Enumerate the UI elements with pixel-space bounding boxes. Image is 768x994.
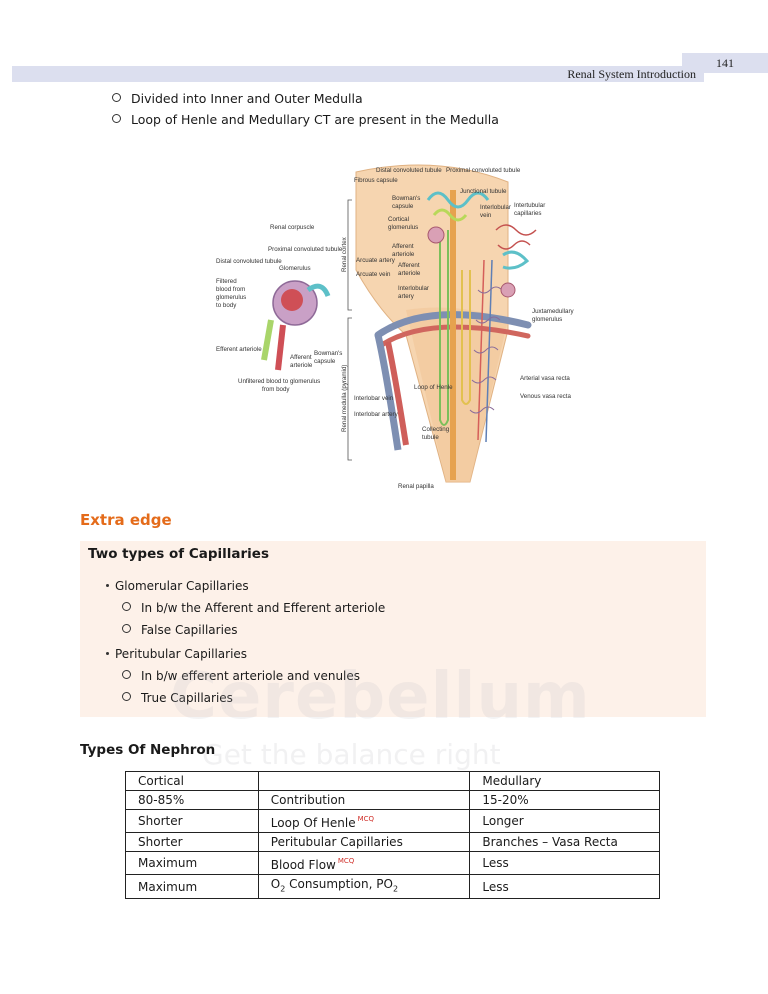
- chapter-title: Renal System Introduction: [567, 67, 696, 81]
- table-header-cell: Cortical: [125, 771, 259, 791]
- list-item: In b/w the Afferent and Efferent arterio…: [122, 601, 385, 615]
- circle-bullet-icon: [112, 93, 121, 102]
- label-renal-papilla: Renal papilla: [398, 483, 434, 490]
- svg-text:capillaries: capillaries: [514, 210, 542, 217]
- label-interlobular-vein: Interlobular: [480, 204, 511, 211]
- svg-text:blood from: blood from: [216, 286, 245, 293]
- svg-text:tubule: tubule: [422, 434, 439, 441]
- table-row: 80-85% Contribution 15-20%: [125, 790, 660, 810]
- list-item: Glomerular Capillaries: [106, 579, 249, 593]
- circle-bullet-icon: [112, 114, 121, 123]
- label-renal-corpuscle: Renal corpuscle: [270, 224, 315, 231]
- list-item: True Capillaries: [122, 691, 233, 705]
- list-item: False Capillaries: [122, 623, 238, 637]
- table-row: Maximum O2 Consumption, PO2 Less: [125, 873, 660, 900]
- label-efferent-arteriole: Afferent: [398, 262, 420, 269]
- dot-bullet-icon: [106, 652, 109, 655]
- loop-of-henle: [439, 230, 449, 426]
- svg-text:capsule: capsule: [392, 203, 414, 210]
- label-glomerulus: Glomerulus: [279, 265, 311, 272]
- efferent-arteriole-left: [261, 319, 274, 361]
- label-distal-tubule-left: Distal convoluted tubule: [216, 258, 282, 265]
- svg-text:arteriole: arteriole: [290, 362, 313, 369]
- medulla-shade: [406, 307, 508, 482]
- watermark-brand: Cerebellum: [170, 660, 591, 734]
- mcq-tag: MCQ: [337, 857, 355, 865]
- extra-edge-heading: Extra edge: [80, 511, 172, 529]
- dot-bullet-icon: [106, 584, 109, 587]
- svg-text:vein: vein: [480, 212, 492, 219]
- table-header-cell: [257, 771, 471, 791]
- svg-text:arteriole: arteriole: [398, 270, 421, 277]
- table-header-row: Cortical Medullary: [125, 771, 660, 791]
- label-bowmans-capsule-left: Bowman's: [314, 350, 342, 357]
- afferent-arteriole-left: [275, 324, 286, 371]
- svg-text:capsule: capsule: [314, 358, 336, 365]
- label-proximal-tubule: Proximal convoluted tubule: [446, 167, 521, 174]
- juxtamedullary-glomerulus: [500, 282, 516, 298]
- label-renal-medulla: Renal medulla (pyramid): [341, 365, 348, 432]
- interlobar-vein: [374, 334, 402, 451]
- label-proximal-tubule-left: Proximal convoluted tubule: [268, 246, 343, 253]
- label-unfiltered-blood: Unfiltered blood to glomerulus: [238, 378, 320, 385]
- svg-text:arteriole: arteriole: [392, 251, 415, 258]
- label-arterial-vasa-recta: Arterial vasa recta: [520, 375, 570, 382]
- mcq-tag: MCQ: [357, 815, 375, 823]
- list-item: Divided into Inner and Outer Medulla: [112, 90, 499, 111]
- label-bowmans-capsule: Bowman's: [392, 195, 420, 202]
- page-number-tab: [682, 53, 768, 73]
- label-renal-cortex: Renal cortex: [341, 236, 348, 272]
- circle-bullet-icon: [122, 602, 131, 611]
- cortical-glomerulus: [427, 226, 445, 244]
- interlobar-artery: [385, 341, 409, 446]
- watermark-tagline: Get the balance right: [202, 738, 501, 771]
- svg-text:glomerulus: glomerulus: [532, 316, 562, 323]
- nephron-diagram: Renal corpuscle Proximal convoluted tubu…: [216, 164, 575, 490]
- svg-text:from body: from body: [262, 386, 290, 393]
- label-junctional-tubule: Junctional tubule: [460, 188, 507, 195]
- label-cortical-glomerulus: Cortical: [388, 216, 409, 223]
- svg-text:glomerulus: glomerulus: [388, 224, 418, 231]
- page-number: 141: [716, 56, 734, 70]
- svg-text:to body: to body: [216, 302, 237, 309]
- list-item: Loop of Henle and Medullary CT are prese…: [112, 111, 499, 132]
- intro-bullet-list: Divided into Inner and Outer Medulla Loo…: [112, 90, 499, 132]
- label-interlobar-artery: Interlobar artery: [354, 411, 399, 418]
- label-filtered-blood: Filtered: [216, 278, 237, 285]
- circle-bullet-icon: [122, 670, 131, 679]
- list-item: In b/w efferent arteriole and venules: [122, 669, 360, 683]
- label-interlobular-artery: Interlobular: [398, 285, 429, 292]
- table-header-cell: Medullary: [469, 771, 660, 791]
- label-afferent-arteriole: Afferent: [392, 243, 414, 250]
- circle-bullet-icon: [122, 692, 131, 701]
- label-loop-of-henle: Loop of Henle: [414, 384, 453, 391]
- label-distal-tubule: Distal convoluted tubule: [376, 167, 442, 174]
- box-title: Two types of Capillaries: [88, 546, 269, 562]
- label-arcuate-artery: Arcuate artery: [356, 257, 396, 264]
- arcuate-artery: [377, 324, 531, 349]
- circle-bullet-icon: [122, 624, 131, 633]
- list-item: Peritubular Capillaries: [106, 647, 247, 661]
- svg-text:artery: artery: [398, 293, 415, 300]
- label-afferent-arteriole-left: Afferent: [290, 354, 312, 361]
- label-interlobar-vein: Interlobar vein: [354, 395, 394, 402]
- label-efferent-arteriole-left: Efferent arteriole: [216, 346, 262, 353]
- svg-text:glomerulus: glomerulus: [216, 294, 246, 301]
- header-band: [12, 66, 704, 82]
- label-juxtamedullary-glomerulus: Juxtamedullary: [532, 308, 575, 315]
- extra-edge-box: Two types of Capillaries Glomerular Capi…: [80, 541, 706, 717]
- label-arcuate-vein: Arcuate vein: [356, 271, 391, 278]
- label-fibrous-capsule: Fibrous capsule: [354, 177, 398, 184]
- nephron-types-heading: Types Of Nephron: [80, 742, 216, 758]
- label-venous-vasa-recta: Venous vasa recta: [520, 393, 571, 400]
- nephron-types-table: Cortical Medullary 80-85% Contribution 1…: [125, 771, 660, 900]
- table-row: Shorter Peritubular Capillaries Branches…: [125, 832, 660, 852]
- intertubular-capillaries: [495, 224, 537, 250]
- label-intertubular-capillaries: Intertubular: [514, 202, 545, 209]
- label-collecting-tubule: Collecting: [422, 426, 450, 433]
